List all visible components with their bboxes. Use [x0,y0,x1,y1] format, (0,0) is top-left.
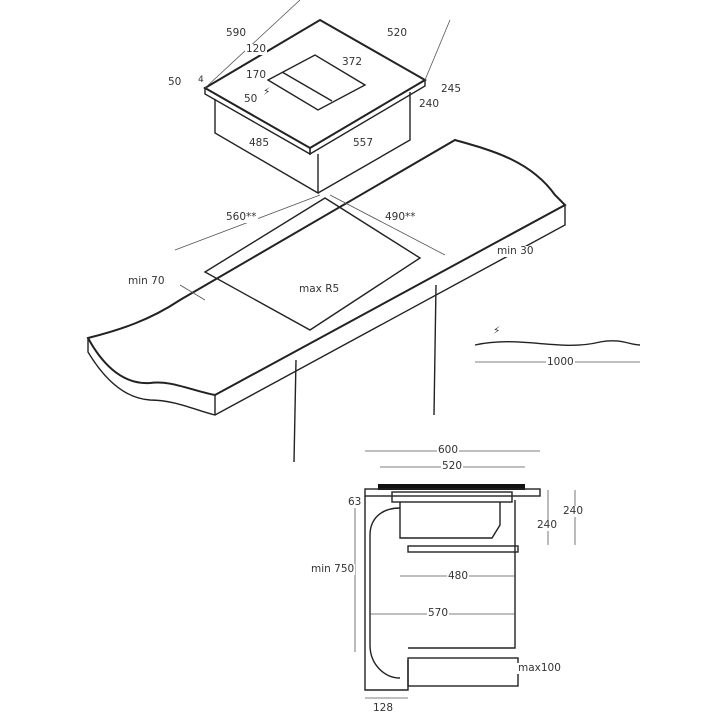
dim-plinth: max100 [517,662,562,674]
dim-box-width: 557 [352,137,375,149]
dim-hob-depth: 520 [386,27,409,39]
dim-box-depth: 485 [248,137,271,149]
dim-height-outer: 240 [562,505,585,517]
dim-top-offset: 63 [347,496,363,508]
dim-edge-small: 4 [197,75,205,86]
dim-cutout-depth: 490** [384,211,417,223]
dim-min-front: min 70 [127,275,166,287]
dim-zone-length: 372 [341,56,364,68]
dim-cabinet-width: 600 [437,444,460,456]
dim-zone-offset: 120 [245,43,268,55]
dim-height-inner: 240 [536,519,559,531]
countertop-illustration [86,138,567,463]
dim-edge-left: 50 [167,76,183,88]
dim-hob-width-section: 520 [441,460,464,472]
power-icon: ⚡ [262,86,272,98]
dim-edge-front: 50 [243,93,259,105]
dim-cable-length: 1000 [546,356,575,368]
cable-power-icon: ⚡ [492,325,502,337]
dim-radius: max R5 [298,283,341,295]
dim-cutout-width: 560** [225,211,258,223]
dim-shelf-width: 570 [427,607,450,619]
dim-total-height: 245 [440,83,463,95]
hob-illustration [203,0,451,195]
dim-duct-depth: 128 [372,702,395,714]
dim-min-thickness: min 30 [496,245,535,257]
dim-hob-width: 590 [225,27,248,39]
dim-inner-width: 480 [447,570,470,582]
dim-min-height: min 750 [310,563,356,575]
dim-zone-width: 170 [245,69,268,81]
dim-box-height: 240 [418,98,441,110]
cabinet-illustration [354,450,576,699]
